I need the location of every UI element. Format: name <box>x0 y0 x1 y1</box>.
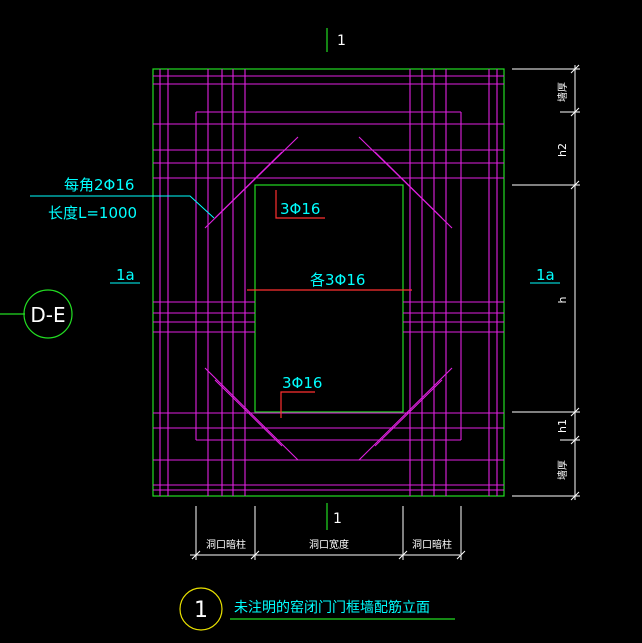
detail-bubble <box>179 587 223 631</box>
rebar-layout <box>153 69 504 496</box>
dim-top-label: 墙厚 <box>556 82 569 102</box>
corner-bar-label: 每角2Φ16 <box>64 176 134 194</box>
dim-h2-label: h2 <box>556 143 569 157</box>
section-left-label: 1a <box>116 266 135 284</box>
detail-title: 未注明的窑闭门门框墙配筋立面 <box>234 599 430 616</box>
section-right-label: 1a <box>536 266 555 284</box>
corner-bar-leader <box>30 195 215 219</box>
vertical-dimensions <box>512 64 580 501</box>
horizontal-dimensions <box>190 506 466 560</box>
axis-bottom-label: 1 <box>333 511 342 527</box>
dim-h-label: h <box>556 296 569 303</box>
bottom-bars-label: 3Φ16 <box>282 374 322 392</box>
axis-top-label: 1 <box>337 33 346 49</box>
detail-number: 1 <box>194 598 208 623</box>
top-bars-label: 3Φ16 <box>280 200 320 218</box>
dim-right-label: 洞口暗柱 <box>412 538 452 551</box>
corner-length-label: 长度L=1000 <box>48 204 137 222</box>
bottom-bars-leader <box>280 391 315 418</box>
mid-bars-label: 各3Φ16 <box>310 271 365 289</box>
dim-left-label: 洞口暗柱 <box>206 538 246 551</box>
dim-mid-label: 洞口宽度 <box>309 538 349 551</box>
door-opening <box>254 184 404 413</box>
wall-outline <box>152 68 505 497</box>
dim-h1-label: h1 <box>556 419 569 433</box>
axis-bubble <box>23 289 73 339</box>
axis-bubble-label: D-E <box>30 303 65 327</box>
top-bars-leader <box>275 190 325 219</box>
dim-bottom-label: 墙厚 <box>556 460 569 480</box>
